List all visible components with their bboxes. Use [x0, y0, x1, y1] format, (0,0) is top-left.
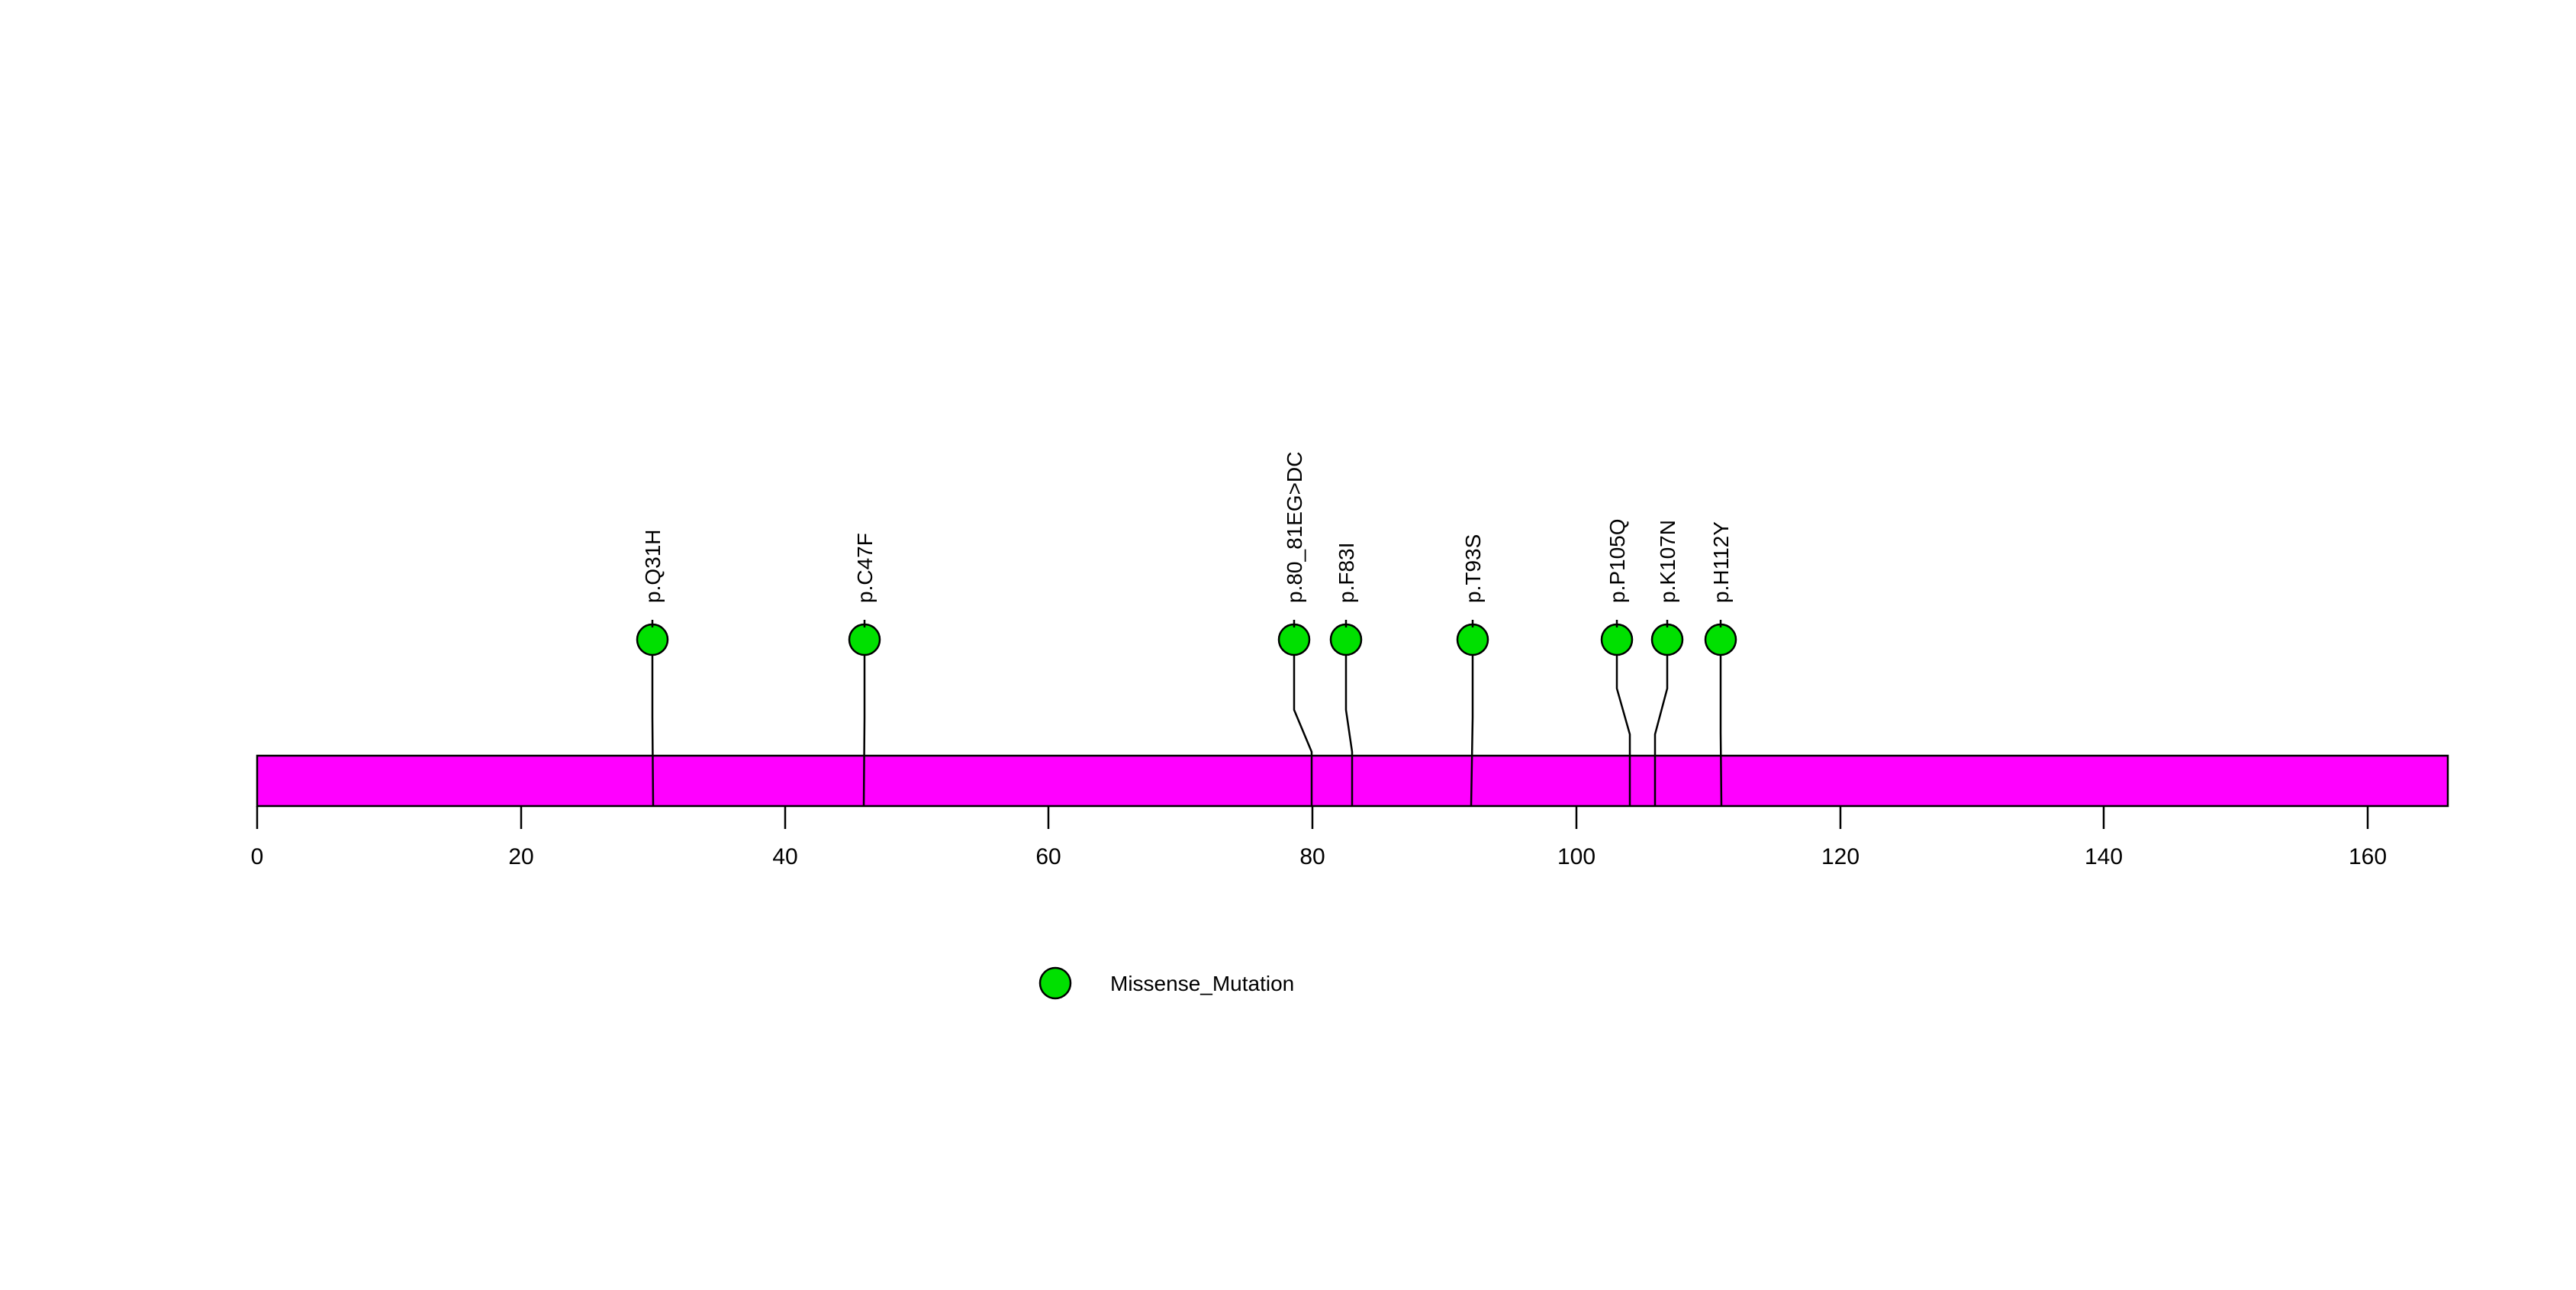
- lollipop-stem-p-T93S: [1470, 655, 1474, 807]
- axis-ticks: [256, 806, 2369, 829]
- axis-tick-label-120: 120: [1821, 844, 1860, 869]
- lollipop-marker-p-K107N[interactable]: [1650, 623, 1684, 656]
- mutation-label-p-F83I: p.F83I: [1335, 543, 1358, 603]
- legend-marker-missense[interactable]: [1038, 966, 1072, 1000]
- mutation-label-p-T93S: p.T93S: [1461, 534, 1485, 603]
- lollipop-stem-p-P105Q: [1615, 655, 1631, 806]
- lollipop-stems: [651, 655, 1723, 807]
- lollipop-stem-p-80-81EGDC: [1293, 655, 1313, 806]
- mutation-label-p-H112Y: p.H112Y: [1709, 521, 1733, 603]
- axis-tick-label-40: 40: [772, 844, 797, 869]
- mutation-label-p-Q31H: p.Q31H: [641, 530, 665, 604]
- mutation-label-p-80-81EGDC: p.80_81EG>DC: [1283, 452, 1306, 603]
- axis-tick-labels: 0 20 40 60 80 100 120 140 160: [251, 844, 2387, 869]
- lollipop-marker-p-T93S[interactable]: [1456, 623, 1489, 656]
- axis-tick-label-60: 60: [1035, 844, 1061, 869]
- lollipop-marker-p-F83I[interactable]: [1329, 623, 1363, 656]
- axis-tick-label-160: 160: [2349, 844, 2387, 869]
- axis-tick-label-100: 100: [1557, 844, 1596, 869]
- axis-tick-label-20: 20: [508, 844, 533, 869]
- axis-tick-label-140: 140: [2085, 844, 2123, 869]
- lollipop-stem-p-F83I: [1344, 655, 1354, 806]
- mutation-label-p-C47F: p.C47F: [853, 533, 877, 603]
- legend-label-missense: Missense_Mutation: [1110, 972, 1294, 995]
- mutation-labels: p.Q31H p.C47F p.80_81EG>DC p.F83I p.T93S…: [641, 452, 1733, 603]
- axis-tick-label-0: 0: [251, 844, 264, 869]
- lollipop-marker-p-P105Q[interactable]: [1600, 623, 1634, 656]
- chart-legend: Missense_Mutation: [1038, 966, 1294, 1000]
- mutation-label-p-K107N: p.K107N: [1656, 520, 1679, 603]
- lollipop-markers: [636, 623, 1737, 656]
- lollipop-marker-p-C47F[interactable]: [848, 623, 881, 656]
- mutation-label-p-P105Q: p.P105Q: [1605, 518, 1629, 603]
- lollipop-marker-p-H112Y[interactable]: [1704, 623, 1737, 656]
- marker-top-ticks: [651, 620, 1722, 627]
- lollipop-marker-p-80-81EGDC[interactable]: [1277, 623, 1311, 656]
- lollipop-stem-p-Q31H: [651, 655, 655, 807]
- lollipop-marker-p-Q31H[interactable]: [636, 623, 669, 656]
- lollipop-stem-p-C47F: [862, 655, 866, 807]
- axis-tick-label-80: 80: [1299, 844, 1325, 869]
- lollipop-stem-p-K107N: [1653, 655, 1669, 806]
